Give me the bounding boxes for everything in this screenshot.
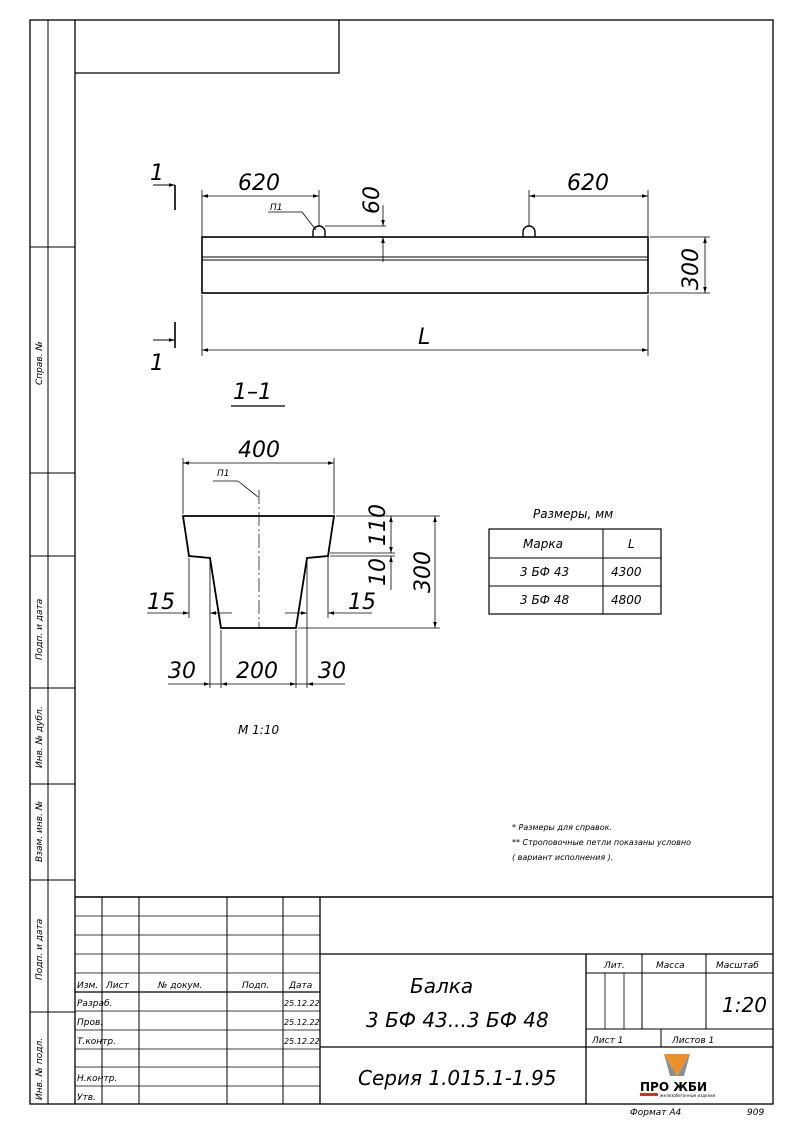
dim-upper-height: 110 <box>366 504 391 546</box>
title-block: Изм. Лист № докум. Подп. Дата Разраб. 25… <box>75 896 773 1104</box>
section-title: 1–1 <box>233 380 272 405</box>
beam-body <box>201 236 649 294</box>
tb-header-izm: Изм. <box>77 981 98 991</box>
dim-length-L: L <box>418 325 430 350</box>
dim-left-620: 620 <box>238 171 280 196</box>
tb-header-data: Дата <box>288 981 312 991</box>
note-line-3: ( вариант исполнения ). <box>512 853 613 862</box>
sheet-frame <box>29 19 774 1105</box>
lifting-loop-left <box>312 225 326 237</box>
loop-label-section: П1 <box>217 469 230 479</box>
tb-date-razrab: 25.12.22 <box>284 999 320 1008</box>
size-table: Размеры, мм Марка L 3 БФ 43 4300 3 БФ 48… <box>488 507 662 615</box>
svg-text:1: 1 <box>150 161 164 186</box>
notes: * Размеры для справок. ** Строповочные п… <box>512 823 691 862</box>
tb-mass-label: Масса <box>656 961 685 971</box>
tb-lit-label: Лит. <box>603 961 625 971</box>
tb-date-prov: 25.12.22 <box>284 1018 320 1027</box>
loop-label-elevation: П1 <box>270 203 283 213</box>
beam-cross-section: 1–1 400 П1 110 10 300 15 15 <box>147 380 440 737</box>
size-table-row1-mark: 3 БФ 43 <box>520 565 569 579</box>
dim-loop-height: 60 <box>360 186 385 214</box>
tb-series: Серия 1.015.1-1.95 <box>358 1066 556 1090</box>
size-table-row2-mark: 3 БФ 48 <box>520 593 569 607</box>
dim-right-620: 620 <box>567 171 609 196</box>
dim-ledge-left: 15 <box>147 590 175 615</box>
logo-emblem <box>664 1054 690 1076</box>
dim-bottom-width: 200 <box>236 659 278 684</box>
footer-format: Формат А4 <box>630 1108 682 1118</box>
section-outline <box>181 515 336 629</box>
tb-role-tkontr: Т.контр. <box>77 1037 116 1047</box>
size-table-row1-length: 4300 <box>611 565 642 579</box>
size-table-row2-length: 4800 <box>611 593 642 607</box>
note-line-1: * Размеры для справок. <box>512 823 612 832</box>
dim-total-height: 300 <box>411 551 436 593</box>
section-mark-top: 1 <box>150 161 176 210</box>
lifting-loop-right <box>522 225 536 237</box>
logo-text: ПРО ЖБИ <box>640 1080 707 1094</box>
size-table-header-mark: Марка <box>523 537 563 551</box>
margin-label-podp-data-2: Подп. и дата <box>35 919 45 980</box>
tb-scale-label: Масштаб <box>716 961 759 971</box>
margin-label-podp-data: Подп. и дата <box>35 599 45 660</box>
dim-bottom-left: 30 <box>168 659 196 684</box>
tb-role-razrab: Разраб. <box>77 999 112 1009</box>
dim-ledge-height: 10 <box>366 558 391 586</box>
margin-label-sprav: Справ. № <box>35 341 45 385</box>
tb-product-name: Балка <box>410 974 473 998</box>
tb-sheets-label: Листов 1 <box>671 1036 714 1046</box>
margin-label-vzam-inv: Взам. инв. № <box>35 801 45 862</box>
margin-label-inv-dubl: Инв. № дубл. <box>35 706 45 768</box>
tb-date-tkontr: 25.12.22 <box>284 1037 320 1046</box>
section-scale: М 1:10 <box>238 723 279 737</box>
beam-elevation: 1 1 620 620 П1 60 300 <box>150 161 710 376</box>
dim-bottom-right: 30 <box>318 659 346 684</box>
footer-page-number: 909 <box>747 1108 764 1118</box>
margin-labels: Справ. № Подп. и дата Инв. № дубл. Взам.… <box>35 341 45 1100</box>
tb-header-podp: Подп. <box>242 981 269 991</box>
footer: Формат А4 909 <box>630 1108 764 1118</box>
tb-product-marks: 3 БФ 43...3 БФ 48 <box>366 1008 549 1032</box>
tb-header-list: Лист <box>105 981 130 991</box>
svg-text:1: 1 <box>150 351 164 376</box>
size-table-title: Размеры, мм <box>533 507 613 521</box>
tb-role-nkontr: Н.контр. <box>77 1074 117 1084</box>
dim-height-300: 300 <box>679 248 704 290</box>
dim-ledge-right: 15 <box>348 590 376 615</box>
company-logo: ПРО ЖБИ железобетонные изделия <box>640 1054 716 1098</box>
tb-scale-value: 1:20 <box>722 993 767 1017</box>
tb-header-doc: № докум. <box>157 981 202 991</box>
dim-top-width: 400 <box>238 438 280 463</box>
size-table-header-length: L <box>628 537 635 551</box>
section-mark-bottom: 1 <box>150 322 176 376</box>
note-line-2: ** Строповочные петли показаны условно <box>512 838 691 847</box>
margin-label-inv-podl: Инв. № подл. <box>35 1038 45 1100</box>
tb-sheet-label: Лист 1 <box>591 1036 623 1046</box>
tb-role-prov: Пров. <box>77 1018 103 1028</box>
tb-role-utv: Утв. <box>77 1093 96 1103</box>
logo-subtext: железобетонные изделия <box>660 1093 716 1098</box>
